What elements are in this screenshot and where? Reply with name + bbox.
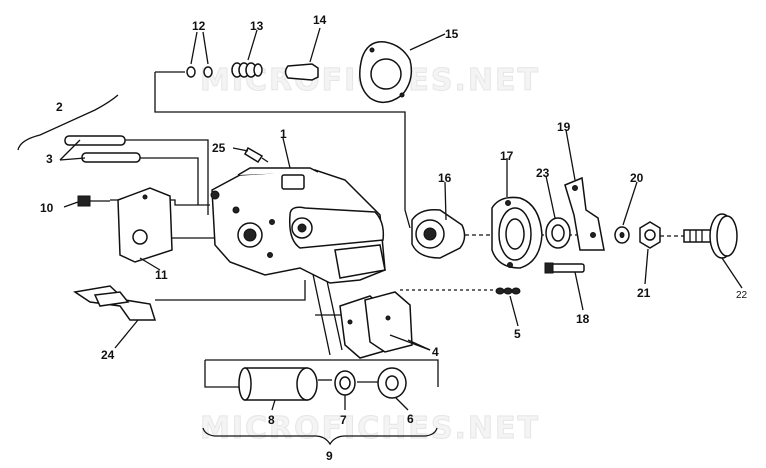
- part-14-plunger: [284, 63, 319, 81]
- callout-2: 2: [56, 100, 63, 114]
- part-6-boot: [377, 367, 407, 399]
- callout-14: 14: [313, 13, 327, 27]
- callout-15: 15: [445, 27, 459, 41]
- callout-13: 13: [250, 19, 264, 33]
- part-17-adjuster: [491, 196, 543, 269]
- part-3-pins: [64, 135, 141, 163]
- part-19-arm: [564, 176, 605, 251]
- callout-16: 16: [438, 171, 452, 185]
- callout-11: 11: [155, 268, 168, 282]
- callout-4: 4: [432, 345, 439, 359]
- bracket-9: [202, 427, 438, 446]
- part-22-knob: [683, 213, 738, 259]
- part-24-clip: [73, 285, 157, 321]
- part-23-washer: [545, 217, 571, 249]
- part-21-nut: [639, 221, 661, 249]
- part-16-housing: [411, 208, 466, 259]
- part-4-pads: [339, 291, 413, 359]
- part-13-spring: [231, 62, 263, 78]
- part-25-bleeder: [244, 146, 269, 164]
- bracket-2: [17, 94, 119, 151]
- callout-arrows: [59, 27, 743, 411]
- callout-6: 6: [407, 412, 414, 426]
- callout-22: 22: [736, 290, 748, 301]
- callout-24: 24: [101, 348, 115, 362]
- watermark-bottom: MICROFICHES.NET: [200, 411, 540, 446]
- part-18-bolt: [544, 262, 585, 274]
- part-10-bolt: [77, 195, 110, 207]
- part-11-plate: [117, 187, 173, 263]
- callout-19: 19: [557, 120, 571, 134]
- callout-7: 7: [340, 413, 347, 427]
- callout-17: 17: [500, 149, 514, 163]
- callout-8: 8: [268, 413, 275, 427]
- callout-25: 25: [212, 141, 226, 155]
- callout-20: 20: [630, 171, 644, 185]
- part-20-washer: [614, 226, 630, 244]
- callout-23: 23: [536, 166, 550, 180]
- callout-5: 5: [514, 327, 521, 341]
- part-12-orings: [186, 66, 213, 78]
- part-1-caliper-body: [210, 167, 386, 284]
- callout-10: 10: [40, 201, 54, 215]
- callout-9: 9: [326, 449, 333, 463]
- callout-3: 3: [46, 152, 53, 166]
- callout-1: 1: [280, 127, 287, 141]
- part-7-seal: [334, 370, 356, 396]
- callout-18: 18: [576, 312, 590, 326]
- part-5-fitting: [495, 287, 521, 295]
- callout-12: 12: [192, 19, 206, 33]
- part-15-gasket: [359, 41, 413, 104]
- part-8-piston: [238, 367, 318, 401]
- callout-21: 21: [637, 286, 651, 300]
